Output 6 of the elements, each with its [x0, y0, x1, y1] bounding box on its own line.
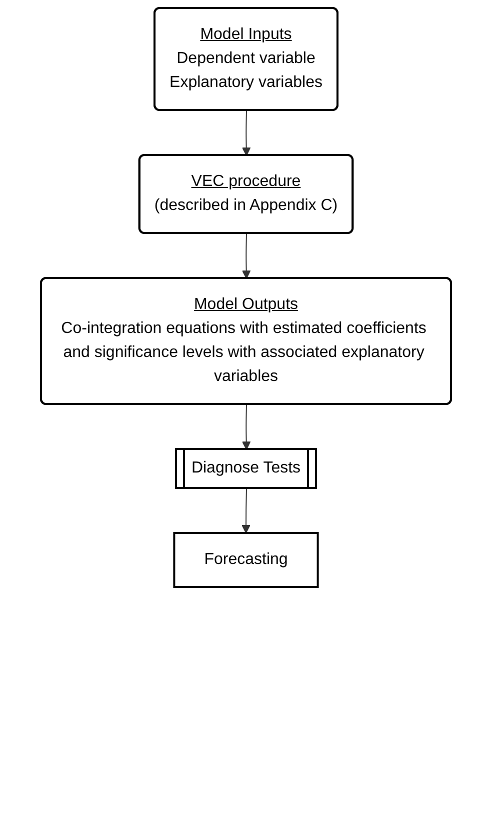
- node-text: Model Outputs Co-integration equations with estimated coefficients and significance levels with associated explanatory variables: [60, 296, 426, 385]
- arrow: [241, 404, 250, 450]
- arrow: [241, 233, 250, 279]
- arrow: [241, 488, 250, 534]
- node-box: Forecasting: [172, 532, 318, 588]
- arrow: [241, 110, 250, 156]
